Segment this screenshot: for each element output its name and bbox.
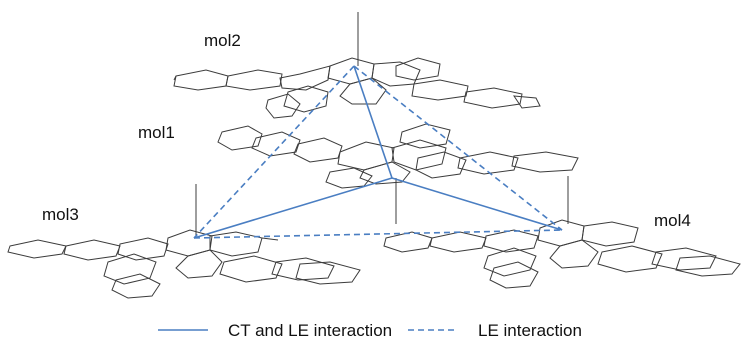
legend: CT and LE interaction LE interaction [158, 321, 582, 340]
molecule-mol3 [7, 184, 361, 299]
molecule-mol1 [217, 123, 579, 224]
label-mol1: mol1 [138, 123, 175, 142]
interaction-mol2-mol4 [353, 65, 563, 231]
interaction-lines [193, 65, 563, 239]
interaction-mol1-mol4 [391, 177, 563, 231]
interaction-mol1-mol2 [353, 65, 393, 179]
legend-dashed-label: LE interaction [478, 321, 582, 340]
interaction-mol1-mol3 [193, 177, 393, 239]
molecule-mol2 [173, 12, 541, 119]
interaction-mol3-mol4 [193, 229, 563, 239]
label-mol4: mol4 [654, 211, 691, 230]
molecule-mol4 [383, 176, 741, 289]
label-mol3: mol3 [42, 205, 79, 224]
label-mol2: mol2 [204, 31, 241, 50]
interaction-mol2-mol3 [193, 65, 355, 239]
legend-solid-label: CT and LE interaction [228, 321, 392, 340]
